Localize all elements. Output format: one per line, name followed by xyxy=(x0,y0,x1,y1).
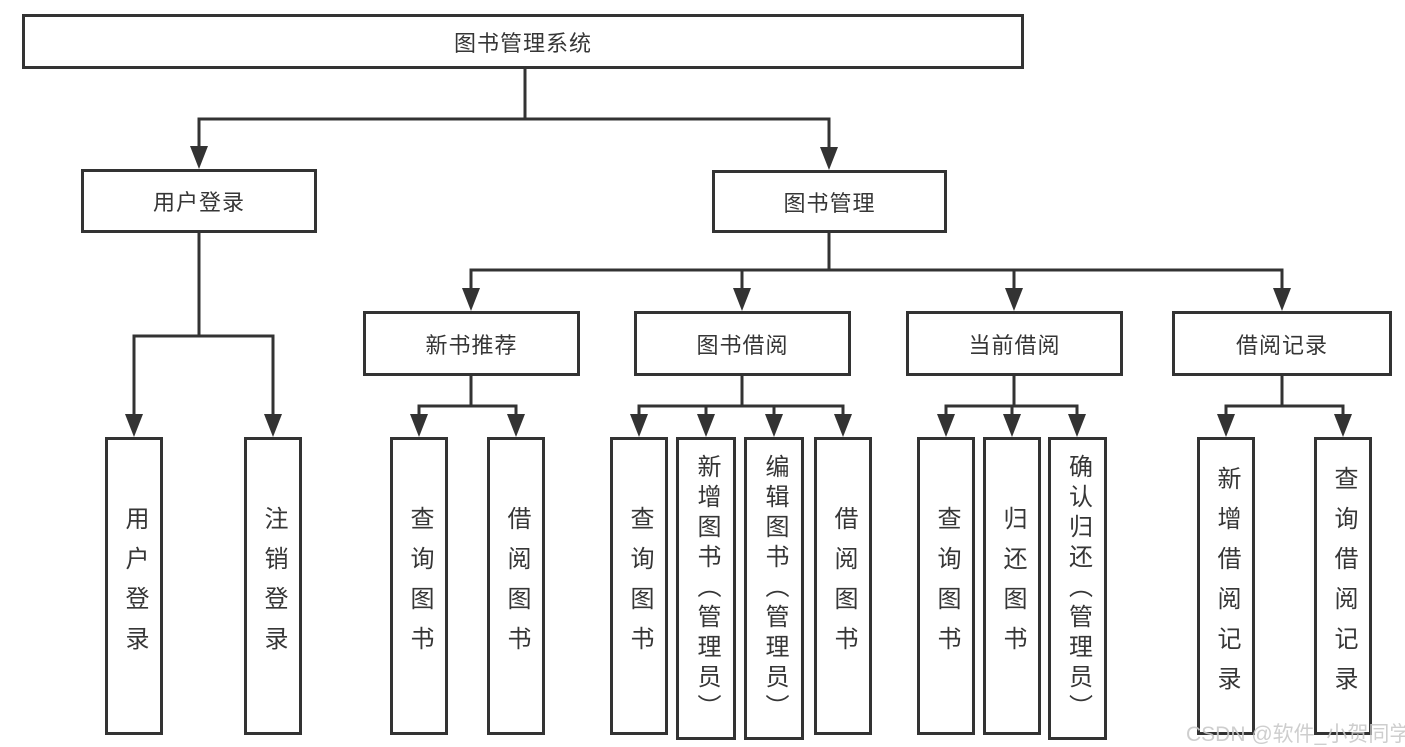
node-current-borrowing-label: 当前借阅 xyxy=(968,332,1061,358)
leaf-query-books-recommend: 查询图书 xyxy=(390,437,448,735)
leaf-query-borrow-record: 查询借阅记录 xyxy=(1314,437,1372,735)
leaf-logout: 注销登录 xyxy=(244,437,302,735)
leaf-query-books-borrow: 查询图书 xyxy=(610,437,668,735)
node-user-login: 用户登录 xyxy=(81,169,317,233)
node-new-book-recommend: 新书推荐 xyxy=(363,311,580,376)
leaf-edit-books-admin-label: 编辑图书（管理员） xyxy=(761,453,788,724)
node-root: 图书管理系统 xyxy=(22,14,1024,69)
leaf-borrow-books: 借阅图书 xyxy=(814,437,872,735)
node-root-label: 图书管理系统 xyxy=(453,30,592,56)
leaf-edit-books-admin: 编辑图书（管理员） xyxy=(744,437,804,740)
node-user-login-label: 用户登录 xyxy=(152,190,245,215)
leaf-query-books-current: 查询图书 xyxy=(917,437,975,735)
node-book-borrowing: 图书借阅 xyxy=(634,311,851,376)
node-book-management: 图书管理 xyxy=(712,170,947,233)
leaf-return-books: 归还图书 xyxy=(983,437,1041,735)
leaf-query-books-borrow-label: 查询图书 xyxy=(626,506,653,666)
leaf-borrow-books-recommend-label: 借阅图书 xyxy=(503,506,530,666)
watermark: CSDN @软件_小贺同学 xyxy=(1186,723,1405,746)
leaf-query-books-recommend-label: 查询图书 xyxy=(406,506,433,666)
leaf-logout-label: 注销登录 xyxy=(260,506,287,666)
node-new-book-recommend-label: 新书推荐 xyxy=(425,332,518,358)
leaf-borrow-books-label: 借阅图书 xyxy=(830,506,857,666)
node-current-borrowing: 当前借阅 xyxy=(906,311,1123,376)
node-borrowing-records: 借阅记录 xyxy=(1172,311,1392,376)
leaf-query-books-current-label: 查询图书 xyxy=(933,506,960,666)
leaf-add-books-admin: 新增图书（管理员） xyxy=(676,437,736,740)
leaf-user-login-label: 用户登录 xyxy=(121,506,148,666)
leaf-confirm-return-admin: 确认归还（管理员） xyxy=(1048,437,1107,740)
leaf-add-borrow-record: 新增借阅记录 xyxy=(1197,437,1255,735)
node-borrowing-records-label: 借阅记录 xyxy=(1235,332,1328,358)
leaf-confirm-return-admin-label: 确认归还（管理员） xyxy=(1064,453,1092,724)
leaf-add-books-admin-label: 新增图书（管理员） xyxy=(693,453,720,724)
leaf-return-books-label: 归还图书 xyxy=(999,506,1026,666)
leaf-user-login: 用户登录 xyxy=(105,437,163,735)
leaf-query-borrow-record-label: 查询借阅记录 xyxy=(1330,466,1357,706)
leaf-add-borrow-record-label: 新增借阅记录 xyxy=(1213,466,1240,706)
leaf-borrow-books-recommend: 借阅图书 xyxy=(487,437,545,735)
node-book-borrowing-label: 图书借阅 xyxy=(696,332,789,358)
node-book-management-label: 图书管理 xyxy=(783,190,876,216)
